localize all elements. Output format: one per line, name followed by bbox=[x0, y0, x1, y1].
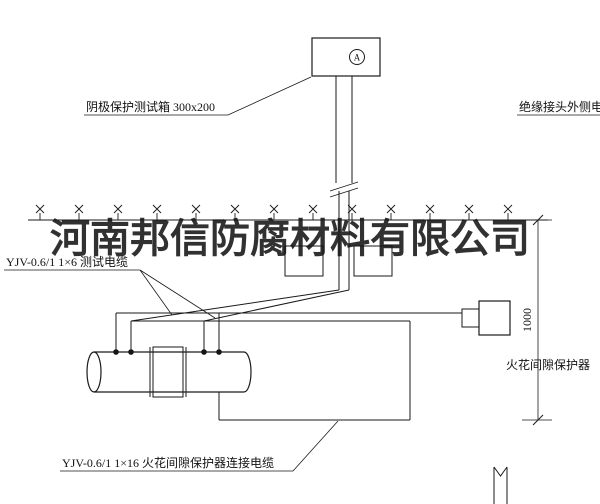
riser-conduit bbox=[329, 76, 359, 290]
pipe-break-symbol bbox=[493, 466, 508, 504]
company-watermark: 河南邦信防腐材料有限公司 bbox=[50, 216, 530, 261]
dimension-text: 1000 bbox=[520, 308, 534, 332]
spark-gap-label: 火花间隙保护器 bbox=[506, 357, 590, 372]
spark-gap-protector bbox=[461, 300, 511, 336]
connection-cable-leader bbox=[60, 420, 339, 472]
test-box: A bbox=[311, 37, 381, 77]
lower-cable-loop bbox=[218, 321, 411, 421]
pipeline bbox=[86, 346, 252, 398]
conduit-break-symbol bbox=[329, 181, 359, 198]
concrete-block-right bbox=[353, 245, 393, 277]
test-box-leader bbox=[84, 76, 312, 116]
connection-cable-label: YJV-0.6/1 1×16 火花间隙保护器连接电缆 bbox=[62, 455, 274, 470]
pipe-connection-stubs bbox=[115, 313, 220, 352]
cable-runs bbox=[113, 289, 462, 421]
ammeter-letter: A bbox=[354, 53, 361, 63]
protector-body bbox=[478, 300, 511, 336]
concrete-blocks bbox=[284, 245, 393, 277]
ground-line bbox=[28, 204, 548, 221]
dimension-1000: 1000 bbox=[520, 214, 552, 426]
pipe-left-cap bbox=[86, 351, 102, 393]
test-cables bbox=[130, 289, 350, 322]
concrete-block-left bbox=[284, 245, 324, 277]
annotations: 阴极保护测试箱 300x200 绝缘接头外侧电缆 YJV-0.6/1 1×6 测… bbox=[4, 76, 600, 472]
protector-terminal bbox=[461, 308, 480, 328]
insulating-joint bbox=[149, 346, 187, 398]
test-box-label: 阴极保护测试箱 300x200 bbox=[86, 99, 215, 114]
insulated-joint-cable-label: 绝缘接头外侧电缆 bbox=[519, 99, 600, 114]
test-cable-label: YJV-0.6/1 1×6 测试电缆 bbox=[6, 254, 128, 269]
ammeter-symbol: A bbox=[349, 49, 365, 65]
test-cable-leaders bbox=[4, 269, 216, 319]
pipe-right-cap bbox=[243, 351, 252, 393]
